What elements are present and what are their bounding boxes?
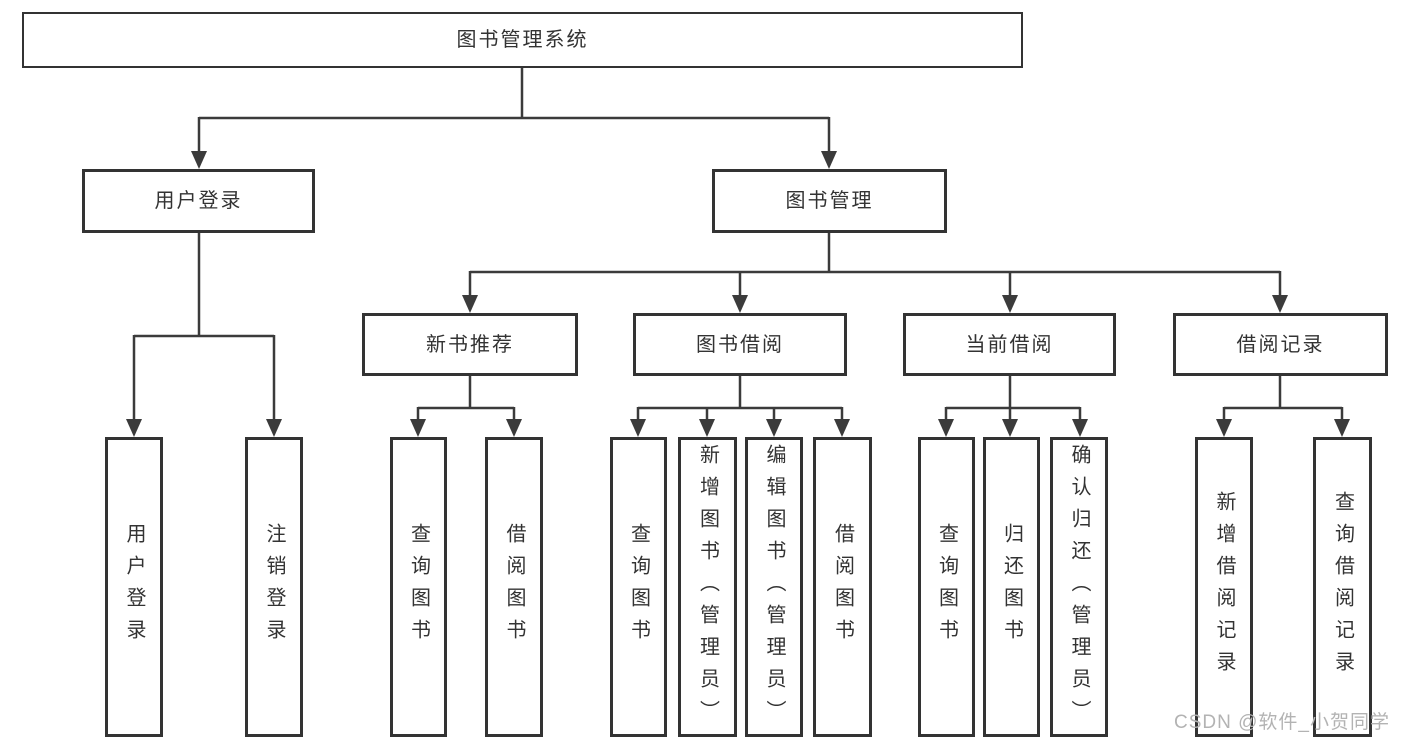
leaf-user-login: 用户登录	[105, 437, 163, 737]
leaf-borrow-books-recommend: 借阅图书	[485, 437, 543, 737]
node-book-borrowing: 图书借阅	[633, 313, 847, 376]
node-borrowing-records: 借阅记录	[1173, 313, 1388, 376]
leaf-logout-login: 注销登录	[245, 437, 303, 737]
leaf-query-borrow-record: 查询借阅记录	[1313, 437, 1372, 737]
leaf-borrow-books: 借阅图书	[813, 437, 872, 737]
leaf-edit-books-admin: 编辑图书（管理员）	[745, 437, 803, 737]
csdn-watermark: CSDN @软件_小贺同学	[1174, 712, 1390, 733]
node-new-book-recommend: 新书推荐	[362, 313, 578, 376]
node-library-management-system: 图书管理系统	[22, 12, 1023, 68]
arrowheads	[126, 151, 1350, 437]
leaf-query-books-borrowing: 查询图书	[610, 437, 667, 737]
leaf-confirm-return-admin: 确认归还（管理员）	[1050, 437, 1108, 737]
leaf-add-borrow-record: 新增借阅记录	[1195, 437, 1253, 737]
leaf-return-books: 归还图书	[983, 437, 1040, 737]
leaf-query-books-recommend: 查询图书	[390, 437, 447, 737]
node-user-login: 用户登录	[82, 169, 315, 233]
leaf-query-books-current: 查询图书	[918, 437, 975, 737]
node-book-management: 图书管理	[712, 169, 947, 233]
node-current-borrowing: 当前借阅	[903, 313, 1116, 376]
leaf-add-books-admin: 新增图书（管理员）	[678, 437, 737, 737]
